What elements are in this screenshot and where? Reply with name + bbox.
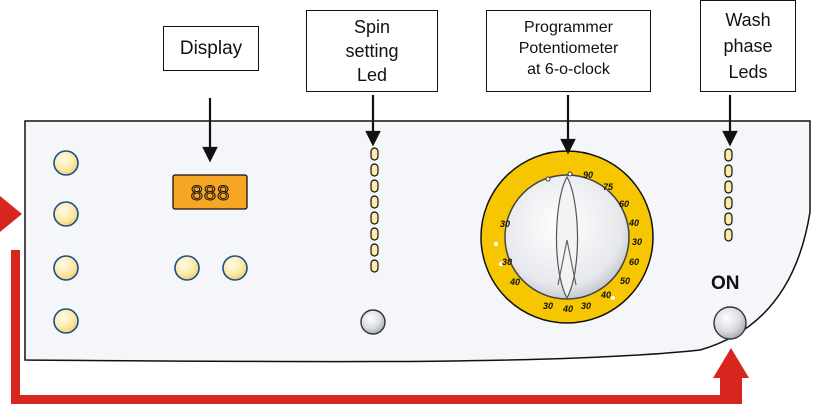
label-display: Display	[163, 26, 259, 71]
wash-led	[724, 212, 733, 226]
red-arrow-head	[713, 348, 749, 378]
spin-led	[370, 211, 379, 225]
label-programmer-line-1: Programmer	[524, 19, 613, 36]
dial-number: 40	[628, 218, 639, 228]
label-wash-line-1: Wash	[725, 10, 771, 30]
dial-pointer	[557, 239, 577, 286]
on-button[interactable]	[713, 306, 747, 340]
label-programmer: Programmer Potentiometer at 6-o-clock	[486, 10, 651, 92]
spin-led	[370, 179, 379, 193]
spin-led	[370, 259, 379, 273]
dial-marker	[545, 176, 551, 182]
spin-led	[370, 147, 379, 161]
digital-display	[172, 174, 248, 210]
left-button-2[interactable]	[53, 201, 79, 227]
display-button-1[interactable]	[174, 255, 200, 281]
wash-led	[724, 180, 733, 194]
dial-number: 30	[500, 219, 510, 229]
dial-number: 60	[619, 199, 629, 209]
left-button-1[interactable]	[53, 150, 79, 176]
label-wash-line-3: Leds	[728, 62, 768, 82]
dial-marker	[498, 261, 504, 267]
spin-led	[370, 195, 379, 209]
label-spin-setting-led: Spin setting Led	[306, 10, 438, 92]
dial-number: 30	[502, 257, 512, 267]
label-spin-line-1: Spin	[353, 17, 391, 37]
wash-led	[724, 148, 733, 162]
label-programmer-line-3: at 6-o-clock	[527, 61, 610, 78]
on-label: ON	[711, 273, 740, 294]
label-programmer-line-2: Potentiometer	[518, 40, 619, 57]
dial-number: 90	[583, 170, 593, 180]
programmer-dial[interactable]	[480, 150, 654, 324]
display-pointer-head	[202, 146, 218, 163]
label-wash-line-2: phase	[723, 36, 773, 56]
dial-number: 60	[629, 257, 639, 267]
wash-phase-leds	[724, 148, 733, 242]
label-pointers	[202, 95, 738, 163]
dial-number: 30	[543, 301, 553, 311]
dial-marker	[493, 241, 499, 247]
label-spin-line-2: setting	[345, 41, 399, 61]
left-button-3[interactable]	[53, 255, 79, 281]
display-button-2[interactable]	[222, 255, 248, 281]
dial-number: 40	[562, 304, 573, 314]
dial-marker	[567, 171, 573, 177]
wash-led	[724, 164, 733, 178]
red-connection-arrow	[0, 196, 749, 404]
spin-button[interactable]	[360, 309, 386, 335]
dial-number: 75	[603, 182, 614, 192]
spin-led	[370, 227, 379, 241]
wash-led	[724, 196, 733, 210]
spin-led	[370, 243, 379, 257]
wash-pointer-head	[722, 130, 738, 147]
dial-number: 30	[632, 237, 642, 247]
left-button-4[interactable]	[53, 308, 79, 334]
dial-number: 40	[600, 290, 611, 300]
spin-pointer-head	[365, 130, 381, 147]
label-display-text: Display	[179, 38, 243, 59]
dial-number: 30	[581, 301, 591, 311]
dial-number: 50	[620, 276, 630, 286]
label-spin-line-3: Led	[356, 65, 388, 85]
dial-number: 40	[509, 277, 520, 287]
spin-setting-leds	[370, 147, 379, 273]
display-digits: 888	[190, 182, 230, 207]
wash-led	[724, 228, 733, 242]
spin-led	[370, 163, 379, 177]
label-wash-phase-leds: Wash phase Leds	[700, 0, 796, 92]
programmer-pointer-head	[560, 138, 576, 155]
red-arrow-tip	[0, 196, 22, 232]
dial-marker	[611, 296, 615, 300]
panel-outline	[24, 120, 811, 363]
